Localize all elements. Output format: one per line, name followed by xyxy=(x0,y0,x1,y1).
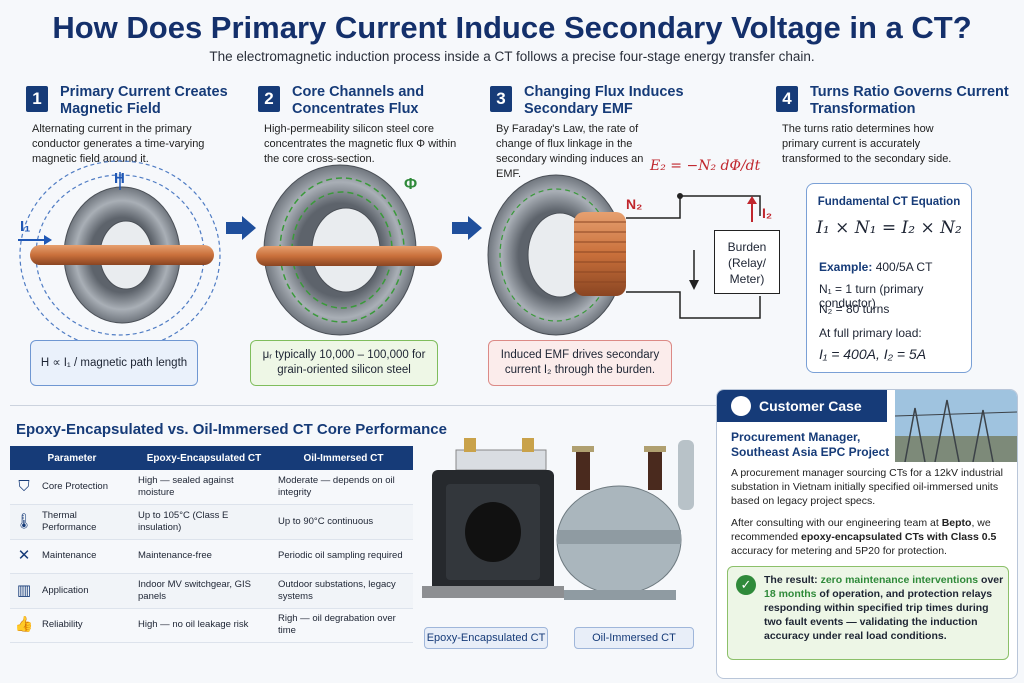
oil-photo-label: Oil-Immersed CT xyxy=(574,627,694,649)
shield-icon: ⛉ xyxy=(10,470,38,505)
section-divider xyxy=(10,405,1014,406)
step-number: 2 xyxy=(258,86,280,112)
induction-diagram xyxy=(18,160,761,350)
checkmark-icon: ✓ xyxy=(736,575,756,595)
step-number: 3 xyxy=(490,86,512,112)
example-label: Example: xyxy=(819,260,873,274)
epoxy-cell: High — sealed against moisture xyxy=(134,470,274,505)
step-description: High-permeability silicon steel core con… xyxy=(264,123,457,165)
epoxy-ct-photo xyxy=(422,438,564,598)
comparison-title: Epoxy-Encapsulated vs. Oil-Immersed CT C… xyxy=(16,421,447,438)
thumbs-up-icon: 👍 xyxy=(10,608,38,643)
product-photos xyxy=(422,438,694,600)
param-cell: Application xyxy=(38,573,134,609)
text-span: of operation, and protection relays resp… xyxy=(764,588,993,642)
highlight: zero maintenance interventions xyxy=(820,574,979,586)
example-value: 400/5A CT xyxy=(875,260,933,274)
highlight: 18 months xyxy=(764,588,817,600)
param-cell: Reliability xyxy=(38,608,134,643)
equation-title: Fundamental CT Equation xyxy=(817,196,961,208)
step-title: Core Channels and Concentrates Flux xyxy=(292,84,425,117)
n2-label: N₂ xyxy=(626,196,643,212)
ring-3-illustration xyxy=(487,174,761,336)
header-oil: Oil-Immersed CT xyxy=(274,446,413,470)
page-title: How Does Primary Current Induce Secondar… xyxy=(52,10,972,45)
emf-equation: E₂ = −N₂ dΦ/dt xyxy=(650,158,761,174)
param-cell: Core Protection xyxy=(38,470,134,505)
brand-name: Bepto xyxy=(941,517,972,529)
step-number: 1 xyxy=(26,86,48,112)
table-row: ▥ Application Indoor MV switchgear, GIS … xyxy=(10,573,413,609)
table-row: ✕ Maintenance Maintenance-free Periodic … xyxy=(10,539,413,574)
text-span: , we recommended xyxy=(731,517,991,543)
permeability-box: μᵣ typically 10,000 – 100,000 for grain-… xyxy=(250,340,438,386)
case-paragraph-1: A procurement manager sourcing CTs for a… xyxy=(731,467,1003,507)
oil-cell: Outdoor substations, legacy systems xyxy=(274,573,413,609)
step-title: Changing Flux Induces Secondary EMF xyxy=(524,84,684,117)
load-label: At full primary load: xyxy=(819,326,922,340)
substation-image xyxy=(895,390,1017,462)
comparison-table: Parameter Epoxy-Encapsulated CT Oil-Imme… xyxy=(10,446,413,643)
case-paragraph-2: After consulting with our engineering te… xyxy=(731,516,1011,558)
header-epoxy: Epoxy-Encapsulated CT xyxy=(134,446,274,470)
text-span: over xyxy=(978,574,1004,586)
step-title: Turns Ratio Governs Current Transformati… xyxy=(810,84,1009,117)
table-row: 👍 Reliability High — no oil leakage risk… xyxy=(10,608,413,643)
i1-label: I₁ xyxy=(20,218,31,235)
epoxy-cell: Indoor MV switchgear, GIS panels xyxy=(134,573,274,609)
param-cell: Thermal Performance xyxy=(38,504,134,540)
table-header-row: Parameter Epoxy-Encapsulated CT Oil-Imme… xyxy=(10,446,413,470)
oil-cell: Up to 90°C continuous xyxy=(274,504,413,540)
equation-formula: I₁ × N₁ = I₂ × N₂ xyxy=(816,218,962,238)
field-formula-box: H ∝ I₁ / magnetic path length xyxy=(30,340,198,386)
building-chart-icon: ▥ xyxy=(10,573,38,609)
step-number: 4 xyxy=(776,86,798,112)
phi-label: Φ xyxy=(404,176,418,193)
text-span: accuracy for metering and 5P20 for prote… xyxy=(731,545,947,557)
page-subtitle: The electromagnetic induction process in… xyxy=(209,49,815,64)
recommendation: epoxy-encapsulated CTs with Class 0.5 xyxy=(801,531,997,543)
step-title: Primary Current Creates Magnetic Field xyxy=(60,84,228,117)
table-row: 🌡 Thermal Performance Up to 105°C (Class… xyxy=(10,504,413,540)
ct-equation-box: Fundamental CT Equation I₁ × N₁ = I₂ × N… xyxy=(806,183,972,373)
customer-case-card: Customer Case Procurement Manager, South… xyxy=(716,389,1018,679)
step-description: The turns ratio determines how primary c… xyxy=(782,123,952,165)
emf-note-box: Induced EMF drives secondary current I₂ … xyxy=(488,340,672,386)
oil-ct-photo xyxy=(556,440,694,600)
thermometer-icon: 🌡 xyxy=(10,504,38,540)
step-description: By Faraday's Law, the rate of change of … xyxy=(496,123,644,180)
param-cell: Maintenance xyxy=(38,539,134,574)
ring-2-illustration xyxy=(256,164,442,336)
epoxy-cell: Maintenance-free xyxy=(134,539,274,574)
i2-label: I₂ xyxy=(762,205,773,221)
n2-line: N₂ = 80 turns xyxy=(819,302,890,316)
step-description: Alternating current in the primary condu… xyxy=(32,123,205,165)
customer-role: Procurement Manager, Southeast Asia EPC … xyxy=(731,430,890,459)
load-values: I₁ = 400A, I₂ = 5A xyxy=(819,346,927,362)
text-span: The result: xyxy=(764,574,821,586)
arrow-1 xyxy=(226,216,256,240)
user-icon xyxy=(731,396,751,416)
secondary-winding xyxy=(574,212,626,296)
oil-cell: Moderate — depends on oil integrity xyxy=(274,470,413,505)
arrow-2 xyxy=(452,216,482,240)
burden-box: Burden (Relay/ Meter) xyxy=(714,230,780,294)
example-line: Example: 400/5A CT xyxy=(819,260,932,274)
epoxy-photo-label: Epoxy-Encapsulated CT xyxy=(424,627,548,649)
h-field-label: H xyxy=(114,170,125,187)
wrench-icon: ✕ xyxy=(10,539,38,574)
ring-1-illustration xyxy=(18,160,221,350)
oil-cell: Periodic oil sampling required xyxy=(274,539,413,574)
text-span: After consulting with our engineering te… xyxy=(731,517,942,529)
table-row: ⛉ Core Protection High — sealed against … xyxy=(10,470,413,505)
epoxy-cell: Up to 105°C (Class E insulation) xyxy=(134,504,274,540)
result-box: ✓ The result: zero maintenance intervent… xyxy=(727,566,1009,660)
n1-line: N₁ = 1 turn (primary conductor) xyxy=(819,282,924,310)
header-parameter: Parameter xyxy=(10,446,134,470)
result-text: The result: zero maintenance interventio… xyxy=(764,573,1004,643)
oil-cell: Righ — oil degrabation over time xyxy=(274,608,413,643)
epoxy-cell: High — no oil leakage risk xyxy=(134,608,274,643)
